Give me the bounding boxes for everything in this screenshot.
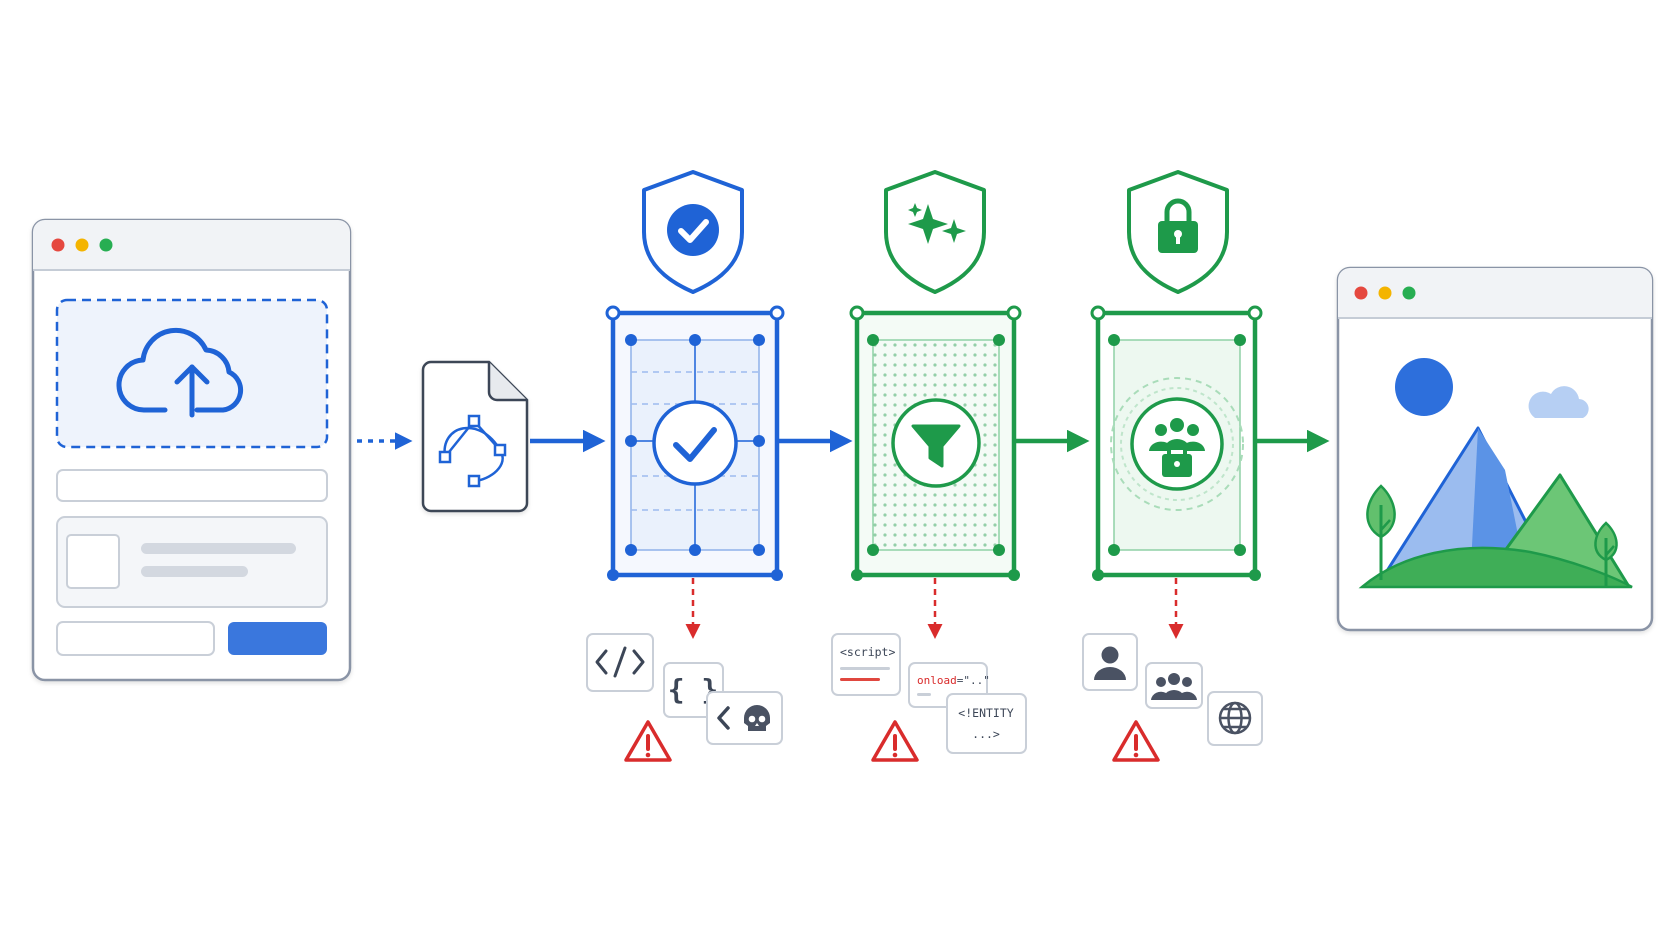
warning-icon bbox=[871, 720, 919, 762]
vector-path-icon bbox=[438, 414, 507, 488]
skull-icon bbox=[706, 691, 783, 745]
group-lock-icon bbox=[1110, 377, 1244, 511]
window-maximize-dot[interactable] bbox=[1402, 286, 1416, 300]
file-thumbnail-placeholder bbox=[66, 534, 120, 589]
stage2-threats: <script> onload=".." <!ENTITY ...> bbox=[831, 578, 1027, 762]
xml-entity-card: <!ENTITY ...> bbox=[946, 693, 1027, 754]
shield-sparkle-icon bbox=[884, 170, 986, 294]
text-input-field[interactable] bbox=[56, 469, 328, 502]
tree-icon bbox=[1366, 484, 1396, 580]
filter-icon bbox=[891, 398, 981, 488]
script-tag-text: <script> bbox=[840, 645, 895, 659]
entity-line1-text: <!ENTITY bbox=[958, 706, 1013, 720]
group-icon bbox=[1145, 662, 1203, 709]
sun-icon bbox=[1395, 358, 1453, 416]
validation-stage bbox=[605, 170, 785, 581]
upload-dropzone[interactable] bbox=[55, 298, 329, 449]
window-minimize-dot[interactable] bbox=[75, 238, 89, 252]
isolation-stage bbox=[1090, 170, 1263, 581]
code-tag-icon bbox=[586, 633, 654, 692]
svg-file-icon bbox=[421, 360, 529, 513]
upload-browser-window bbox=[31, 218, 352, 682]
window-maximize-dot[interactable] bbox=[99, 238, 113, 252]
shield-check-icon bbox=[642, 170, 744, 294]
warning-icon bbox=[624, 720, 672, 762]
user-icon bbox=[1082, 633, 1138, 691]
tree-icon bbox=[1594, 521, 1618, 586]
window-close-dot[interactable] bbox=[51, 238, 65, 252]
output-browser-window bbox=[1336, 266, 1654, 632]
shield-lock-icon bbox=[1127, 170, 1229, 294]
globe-icon bbox=[1207, 691, 1263, 746]
cloud-upload-icon bbox=[116, 327, 244, 418]
warning-icon bbox=[1112, 720, 1160, 762]
file-preview-card bbox=[56, 516, 328, 608]
cancel-input-field[interactable] bbox=[56, 621, 215, 656]
submit-button[interactable] bbox=[228, 622, 327, 655]
stage1-threats: { } bbox=[586, 578, 783, 762]
cloud-icon bbox=[1528, 386, 1589, 418]
onload-attr-text: onload=".." bbox=[917, 674, 990, 687]
window-minimize-dot[interactable] bbox=[1378, 286, 1392, 300]
landscape-image-icon bbox=[1358, 358, 1633, 589]
sanitization-stage bbox=[849, 170, 1022, 581]
window-close-dot[interactable] bbox=[1354, 286, 1368, 300]
script-tag-card: <script> bbox=[831, 633, 901, 696]
entity-line2-text: ...> bbox=[972, 727, 1000, 741]
stage3-threats bbox=[1082, 578, 1263, 762]
stage1-check-icon bbox=[652, 400, 738, 486]
